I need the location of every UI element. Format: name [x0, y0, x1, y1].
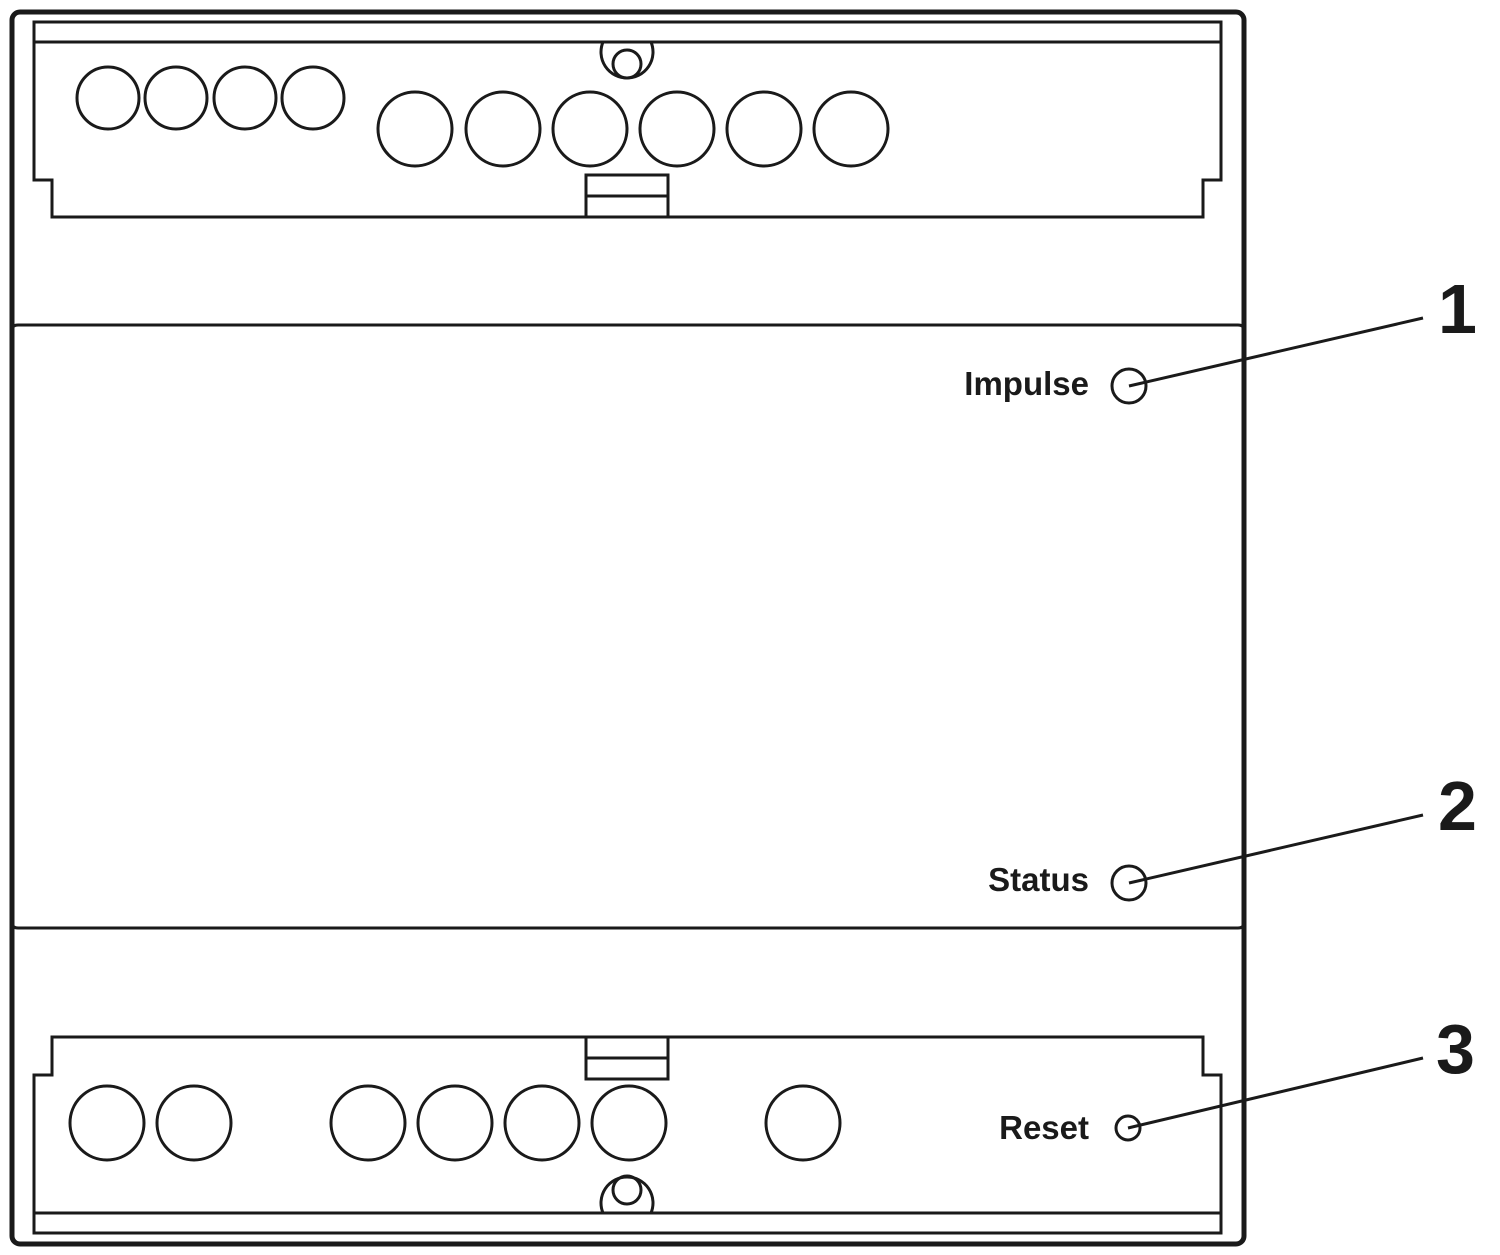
reset-label: Reset: [999, 1109, 1089, 1146]
bottom-screw: [503, 1084, 581, 1162]
status-leader-line: [1128, 813, 1424, 885]
top-large-screw: [551, 90, 629, 168]
impulse-leader-line: [1128, 316, 1424, 388]
top-mounting-notch: [599, 41, 655, 80]
bottom-mounting-notch: [599, 1175, 655, 1214]
bottom-screw: [590, 1084, 668, 1162]
bottom-screw: [329, 1084, 407, 1162]
top-small-screw: [75, 65, 141, 131]
impulse-led-group: Impulse 1: [964, 270, 1477, 405]
top-small-screw: [212, 65, 278, 131]
top-terminal-outline: [32, 20, 1223, 219]
callout-1: 1: [1438, 270, 1477, 348]
reset-button-group: Reset 3: [999, 1010, 1475, 1146]
bottom-screw: [416, 1084, 494, 1162]
reset-button-icon: [1114, 1114, 1142, 1142]
top-large-screw: [812, 90, 890, 168]
callout-2: 2: [1438, 767, 1477, 845]
top-small-screw: [280, 65, 346, 131]
top-large-screw: [638, 90, 716, 168]
status-label: Status: [988, 861, 1089, 898]
top-mounting-hole: [611, 48, 643, 80]
bottom-mounting-hole: [611, 1174, 643, 1206]
top-terminal-block: [32, 20, 1223, 219]
bottom-screw: [155, 1084, 233, 1162]
bottom-terminal-block: [32, 1035, 1223, 1235]
bottom-screw: [68, 1084, 146, 1162]
top-large-screw: [464, 90, 542, 168]
top-large-screw: [725, 90, 803, 168]
impulse-led-icon: [1110, 367, 1148, 405]
top-large-screw: [376, 90, 454, 168]
reset-leader-line: [1127, 1056, 1424, 1130]
front-panel: [10, 323, 1246, 930]
top-small-screw: [143, 65, 209, 131]
bottom-screw: [764, 1084, 842, 1162]
bottom-terminal-outline: [32, 1035, 1223, 1235]
impulse-label: Impulse: [964, 365, 1089, 402]
status-led-group: Status 2: [988, 767, 1477, 902]
status-led-icon: [1110, 864, 1148, 902]
callout-3: 3: [1436, 1010, 1475, 1088]
